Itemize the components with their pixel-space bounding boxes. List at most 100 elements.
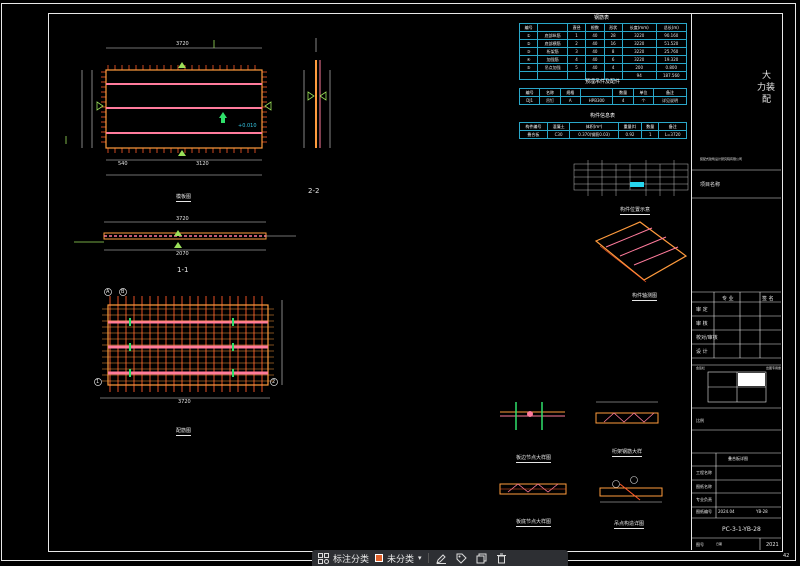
rebar-cell: ③ xyxy=(518,47,539,56)
unclassified-dropdown[interactable]: 未分类 ▾ xyxy=(375,552,422,565)
detail4-label: 吊点构造详图 xyxy=(614,521,645,529)
section-1-1 xyxy=(74,221,296,251)
company-line-1: 大 xyxy=(762,71,772,81)
comp-h0: 构件编号 xyxy=(519,122,548,131)
rebar-h5: 总长(m) xyxy=(655,23,688,32)
rebar-cell: 加强筋 xyxy=(537,55,568,64)
rebar-h0b xyxy=(537,23,568,32)
rebar-plan xyxy=(94,288,283,399)
role-1: 审 核 xyxy=(696,321,708,327)
component-cell: 1 xyxy=(641,130,660,139)
rebar-cell: ⑤ xyxy=(518,63,539,72)
embed-cell: DJ1 xyxy=(518,96,541,105)
unclassified-label: 未分类 xyxy=(387,554,415,565)
tag-icon[interactable] xyxy=(455,551,469,565)
role-0: 审 定 xyxy=(696,307,708,313)
embed-h3: 数量 xyxy=(612,88,634,97)
section-11-label: 1-1 xyxy=(177,266,189,274)
project-label: 项目名称 xyxy=(700,182,721,188)
company-line-3: 配 xyxy=(762,95,772,105)
row-2: 专业负责 xyxy=(696,497,712,502)
sheet-name: 叠合板详图 xyxy=(728,456,748,461)
section-22-label: 2-2 xyxy=(308,187,320,195)
comp-h3: 重量(t) xyxy=(617,122,643,131)
copy-icon[interactable] xyxy=(475,551,489,565)
company-line-2: 力装 xyxy=(757,83,776,93)
rebar-cell: 40 xyxy=(585,63,605,72)
detail2-label: 桁架钢筋大样 xyxy=(612,449,643,457)
rebar-h2: 根数 xyxy=(585,23,605,32)
rebar-cell: 3220 xyxy=(621,55,657,64)
rebar-h1: 直径 xyxy=(566,23,587,32)
toolbar-divider xyxy=(427,553,429,563)
edit-icon[interactable] xyxy=(435,551,449,565)
drawing-number: PC-3-1-YB-28 xyxy=(722,526,761,533)
iso-label: 构件轴测图 xyxy=(632,293,658,301)
rebar-cell: 吊点加强 xyxy=(537,63,568,72)
detail1-label: 板边节点大样图 xyxy=(516,455,552,463)
sheet-value: YB-28 xyxy=(756,509,768,514)
rebar-cell: 16 xyxy=(603,39,623,48)
dim-bottom-mid: 3120 xyxy=(196,161,209,167)
rebar-cell xyxy=(603,71,623,80)
detail-4 xyxy=(599,476,663,503)
dim-top: 3720 xyxy=(176,41,189,47)
comp-h2: 体积(m³) xyxy=(569,122,619,131)
col-header-a: 专 业 xyxy=(722,296,734,302)
page-number: 42 xyxy=(783,553,790,559)
embed-h0: 编号 xyxy=(518,88,541,97)
section-2-2 xyxy=(303,38,331,148)
component-cell: 0.92 xyxy=(617,130,643,139)
dim-section-11: 3720 xyxy=(176,216,189,222)
row-3: 图纸编号 xyxy=(696,509,712,514)
rebar-cell: 6 xyxy=(603,55,623,64)
embed-cell: HPB300 xyxy=(579,96,614,105)
dim-section-11b: 2070 xyxy=(176,251,189,257)
rebar-h0: 编号 xyxy=(518,23,539,32)
stamp-filled-cell xyxy=(738,373,765,386)
rebar-cell: 4 xyxy=(566,55,587,64)
rebar-cell: 8 xyxy=(603,47,623,56)
key-plan-label: 构件位置示意 xyxy=(620,207,651,215)
arrow-note: +0.010 xyxy=(238,123,257,129)
rebar-cell: 2 xyxy=(566,39,587,48)
comp-h4: 数量 xyxy=(641,122,660,131)
rebar-cell: 3 xyxy=(566,47,587,56)
delete-icon[interactable] xyxy=(495,551,509,565)
rebar-h4: 长度(mm) xyxy=(621,23,657,32)
detail-1 xyxy=(500,402,565,430)
rebar-cell: 187.560 xyxy=(655,71,688,80)
rebar-cell: 19.320 xyxy=(655,55,688,64)
component-cell: C30 xyxy=(546,130,571,139)
embed-cell: 吊钉 xyxy=(539,96,561,105)
rebar-cell: 底部横筋 xyxy=(537,39,568,48)
bottom-toolbar: 标注分类 未分类 ▾ xyxy=(312,550,568,566)
rebar-cell: 3220 xyxy=(621,47,657,56)
component-cell: 叠合板 xyxy=(519,130,548,139)
rebar-cell: 40 xyxy=(585,47,605,56)
sheet-label: 图号 xyxy=(696,542,704,547)
rebar-cell: ① xyxy=(518,31,539,40)
embed-table-title: 预埋吊件及配件 xyxy=(585,79,621,85)
embed-h1: 名称 xyxy=(539,88,561,97)
plan-view xyxy=(65,40,272,176)
detail-3 xyxy=(499,483,567,495)
embed-cell: 详见说明 xyxy=(653,96,687,105)
col-header-b: 签 名 xyxy=(762,296,774,302)
title-block-grid xyxy=(691,169,781,550)
title-block-column xyxy=(691,13,782,550)
key-plan xyxy=(573,160,689,196)
axis-a: A xyxy=(106,289,110,295)
chevron-down-icon: ▾ xyxy=(418,554,422,562)
rebar-cell: 5 xyxy=(566,63,587,72)
rebar-h3: 形状 xyxy=(603,23,623,32)
grid-icon xyxy=(318,552,329,564)
rebar-plan-label: 配筋图 xyxy=(176,428,192,436)
annotate-category-button[interactable]: 标注分类 xyxy=(318,552,369,565)
